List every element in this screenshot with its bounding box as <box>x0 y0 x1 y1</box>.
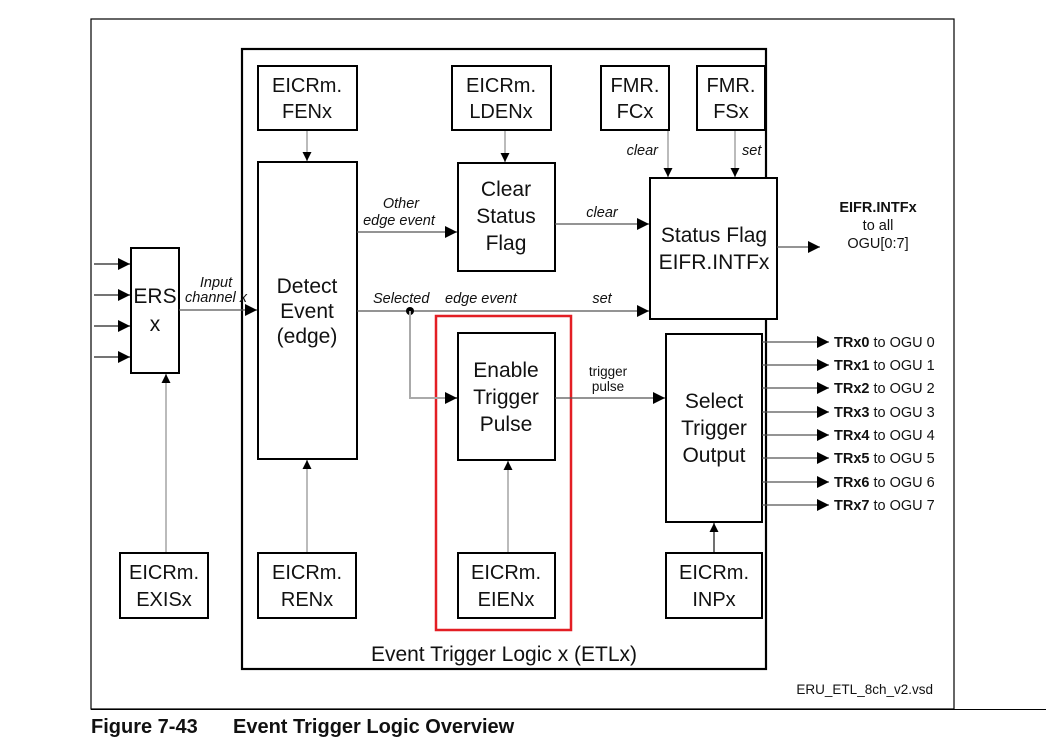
trigger-output-label: TRx6 to OGU 6 <box>834 475 935 491</box>
block-clear-line: Status <box>476 205 536 228</box>
register-line: FSx <box>713 101 749 123</box>
trigger-output-label: TRx1 to OGU 1 <box>834 358 935 374</box>
other-edge-label: Other <box>383 196 420 212</box>
fs-set-label: set <box>742 143 762 159</box>
register-line: FCx <box>617 101 654 123</box>
block-enable-trigger-pulse: Enable Trigger Pulse <box>457 332 556 461</box>
trigger-output-label: TRx7 to OGU 7 <box>834 498 935 514</box>
input-channel-label: channel x <box>185 290 248 306</box>
trigger-output-name: TRx4 <box>834 428 869 444</box>
block-enable-line: Pulse <box>480 413 533 436</box>
clear-label: clear <box>586 205 619 221</box>
block-detect-line: Detect <box>277 275 338 298</box>
register-line: INPx <box>692 589 735 611</box>
block-ers-line: x <box>150 313 161 336</box>
register-eicrm-eienx: EICRm. EIENx <box>457 552 556 619</box>
register-line: EICRm. <box>272 562 342 584</box>
register-eicrm-renx: EICRm. RENx <box>257 552 357 619</box>
status-output-line: OGU[0:7] <box>847 236 908 252</box>
source-file-label: ERU_ETL_8ch_v2.vsd <box>796 682 933 697</box>
etl-container <box>240 47 768 671</box>
register-line: EICRm. <box>471 562 541 584</box>
trigger-pulse-label: pulse <box>592 379 624 394</box>
register-line: EICRm. <box>129 562 199 584</box>
status-output-name: EIFR.INTFx <box>839 200 916 216</box>
trigger-output-dest: to OGU 3 <box>869 405 934 421</box>
block-detect-line: Event <box>280 300 334 323</box>
block-clear-status-flag: Clear Status Flag <box>457 162 556 272</box>
block-ers-line: ERS <box>133 285 176 308</box>
block-detect-line: (edge) <box>277 325 338 348</box>
block-select-line: Select <box>685 390 744 413</box>
register-eicrm-inpx: EICRm. INPx <box>665 552 763 619</box>
trigger-output-name: TRx6 <box>834 475 869 491</box>
etl-label: Event Trigger Logic x (ETLx) <box>371 643 637 666</box>
trigger-output-dest: to OGU 5 <box>869 451 934 467</box>
register-fmr-fcx: FMR. FCx <box>600 65 670 131</box>
register-line: FMR. <box>611 75 660 97</box>
register-line: EICRm. <box>679 562 749 584</box>
trigger-output-label: TRx4 to OGU 4 <box>834 428 935 444</box>
trigger-output-dest: to OGU 2 <box>869 381 934 397</box>
fc-clear-label: clear <box>627 143 660 159</box>
block-status-line: Status Flag <box>661 224 767 247</box>
figure-number: Figure 7-43 <box>91 716 198 738</box>
block-detect-event: Detect Event (edge) <box>257 161 358 460</box>
block-ers: ERS x <box>130 247 180 374</box>
selected-edge-branch <box>409 311 457 399</box>
trigger-output-label: TRx5 to OGU 5 <box>834 451 935 467</box>
trigger-output-lines <box>762 336 829 511</box>
register-line: EXISx <box>136 589 192 611</box>
trigger-output-name: TRx7 <box>834 498 869 514</box>
trigger-output-dest: to OGU 1 <box>869 358 934 374</box>
block-select-line: Trigger <box>681 417 747 440</box>
selected-label: Selected <box>373 291 430 307</box>
set-label: set <box>592 291 612 307</box>
block-select-trigger-output: Select Trigger Output <box>665 333 763 523</box>
trigger-output-name: TRx5 <box>834 451 869 467</box>
trigger-output-dest: to OGU 7 <box>869 498 934 514</box>
register-line: EICRm. <box>272 75 342 97</box>
register-line: LDENx <box>469 101 532 123</box>
register-line: FMR. <box>707 75 756 97</box>
block-clear-line: Flag <box>486 232 527 255</box>
register-eicrm-ldenx: EICRm. LDENx <box>451 65 552 131</box>
block-status-flag: Status Flag EIFR.INTFx <box>649 177 778 320</box>
trigger-output-name: TRx3 <box>834 405 869 421</box>
register-line: FENx <box>282 101 332 123</box>
block-clear-line: Clear <box>481 178 531 201</box>
register-fmr-fsx: FMR. FSx <box>696 65 766 131</box>
edge-event-label: edge event <box>445 291 518 307</box>
register-eicrm-fenx: EICRm. FENx <box>257 65 358 131</box>
register-line: EICRm. <box>466 75 536 97</box>
status-output-line: to all <box>863 218 894 234</box>
trigger-output-name: TRx0 <box>834 335 869 351</box>
trigger-output-dest: to OGU 4 <box>869 428 934 444</box>
caption-rule <box>91 709 1046 710</box>
register-eicrm-exisx: EICRm. EXISx <box>119 552 209 619</box>
trigger-output-name: TRx2 <box>834 381 869 397</box>
other-edge-label: edge event <box>363 213 436 229</box>
input-channel-label: Input <box>200 275 233 291</box>
trigger-output-name: TRx1 <box>834 358 869 374</box>
trigger-output-dest: to OGU 0 <box>869 335 934 351</box>
register-line: EIENx <box>478 589 535 611</box>
trigger-output-label: TRx2 to OGU 2 <box>834 381 935 397</box>
trigger-pulse-label: trigger <box>589 364 628 379</box>
block-select-line: Output <box>682 444 745 467</box>
block-status-line: EIFR.INTFx <box>659 251 770 274</box>
trigger-output-dest: to OGU 6 <box>869 475 934 491</box>
highlight-box <box>434 314 573 632</box>
register-line: RENx <box>281 589 333 611</box>
trigger-output-label: TRx0 to OGU 0 <box>834 335 935 351</box>
block-enable-line: Trigger <box>473 386 539 409</box>
figure-title: Event Trigger Logic Overview <box>233 716 515 738</box>
trigger-output-label: TRx3 to OGU 3 <box>834 405 935 421</box>
block-enable-line: Enable <box>473 359 538 382</box>
figure-caption: Figure 7-43 Event Trigger Logic Overview <box>91 716 514 739</box>
